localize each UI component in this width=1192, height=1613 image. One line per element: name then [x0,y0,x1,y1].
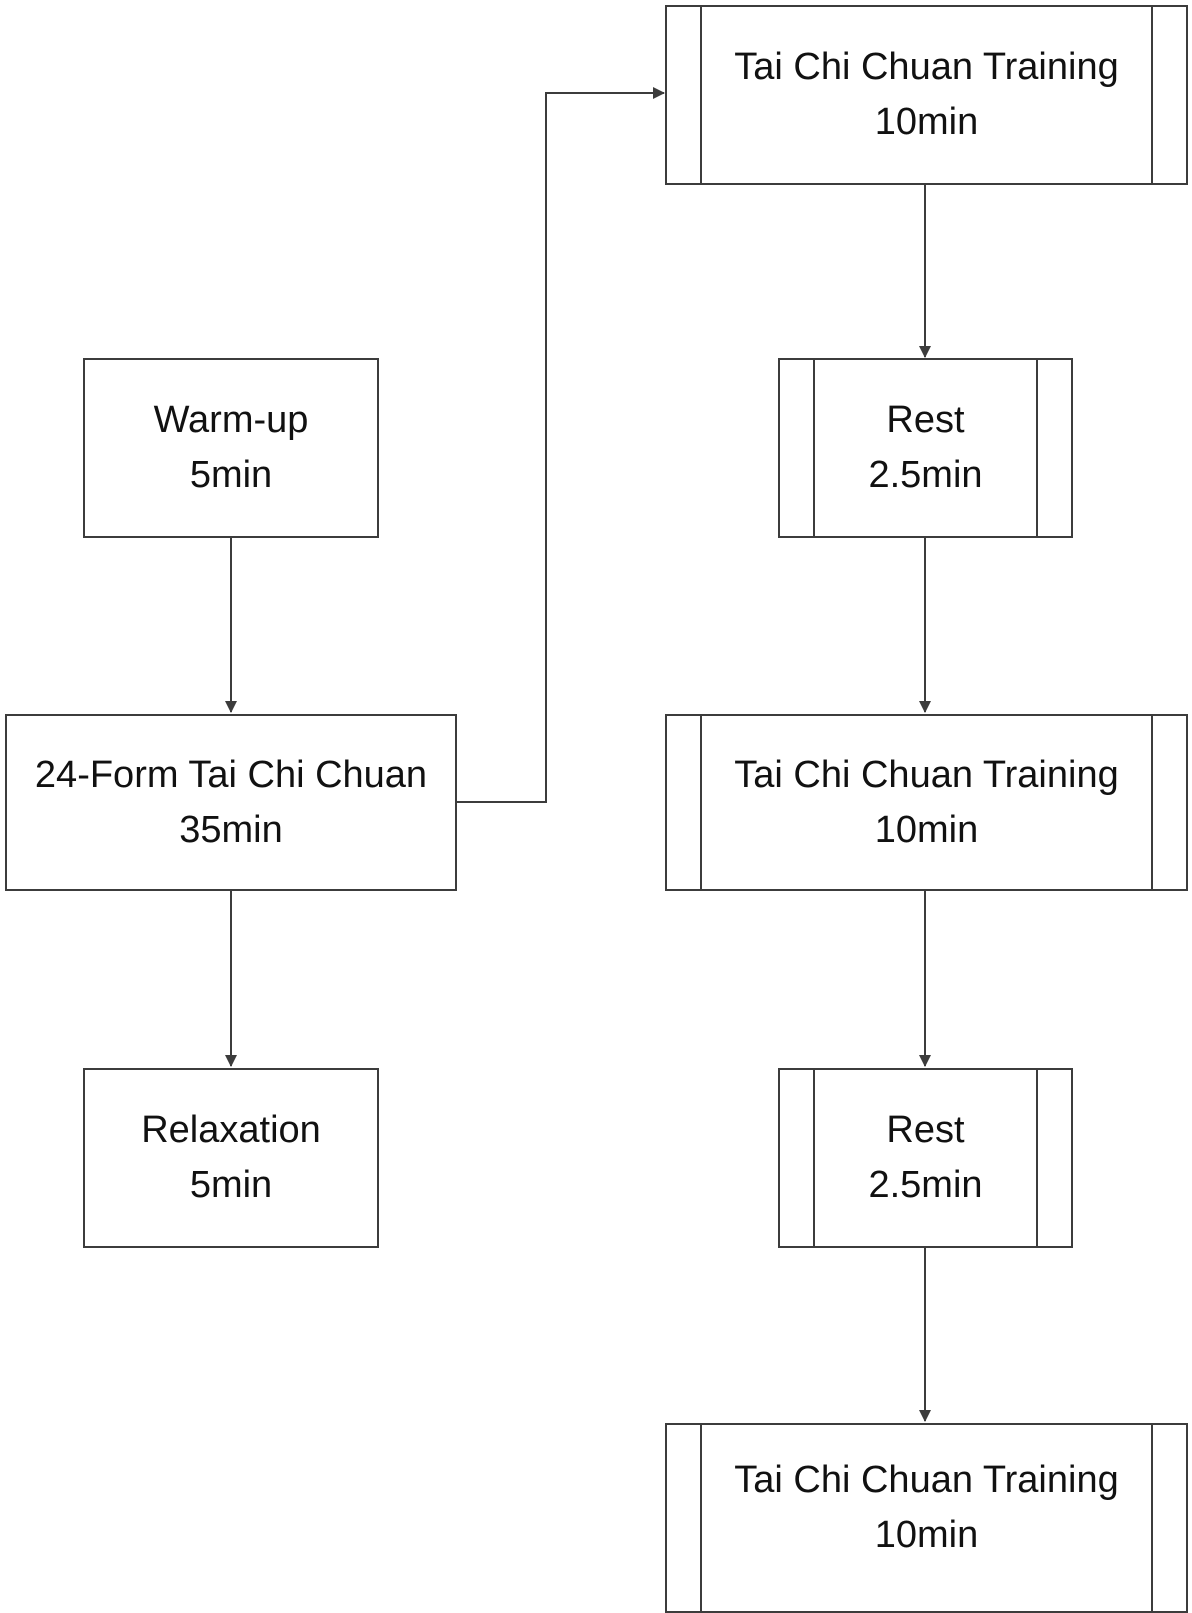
rest-2-title: Rest [886,1109,965,1151]
warmup-title: Warm-up [153,399,309,441]
warmup-box: Warm-up 5min [83,358,379,538]
relaxation-box: Relaxation 5min [83,1068,379,1248]
24-form-duration: 35min [179,808,283,851]
training-3-right-bar [1151,1425,1153,1611]
training-3-title: Tai Chi Chuan Training [734,1459,1119,1501]
rest-1-duration: 2.5min [868,454,983,496]
training-2-left-bar [700,716,702,889]
rest-1-right-bar [1036,360,1038,536]
training-1-right-bar [1151,7,1153,183]
arrow-24form-to-training-1 [457,87,665,803]
24-form-title: 24-Form Tai Chi Chuan [34,753,428,796]
training-2-duration: 10min [874,808,979,851]
training-2-box: Tai Chi Chuan Training 10min [665,714,1188,891]
warmup-duration: 5min [189,454,273,496]
rest-2-right-bar [1036,1070,1038,1246]
training-3-left-bar [700,1425,702,1611]
training-1-left-bar [700,7,702,183]
rest-1-title: Rest [886,399,965,441]
training-1-box: Tai Chi Chuan Training 10min [665,5,1188,185]
training-3-box: Tai Chi Chuan Training 10min [665,1423,1188,1613]
relaxation-title: Relaxation [141,1109,321,1151]
rest-2-duration: 2.5min [868,1164,983,1206]
relaxation-duration: 5min [189,1164,273,1206]
rest-1-left-bar [813,360,815,536]
rest-2-box: Rest 2.5min [778,1068,1073,1248]
training-1-title: Tai Chi Chuan Training [734,46,1119,88]
training-2-title: Tai Chi Chuan Training [734,753,1119,796]
rest-1-box: Rest 2.5min [778,358,1073,538]
training-1-duration: 10min [874,101,979,143]
training-2-right-bar [1151,716,1153,889]
24-form-box: 24-Form Tai Chi Chuan 35min [5,714,457,891]
rest-2-left-bar [813,1070,815,1246]
training-3-duration: 10min [874,1514,979,1556]
